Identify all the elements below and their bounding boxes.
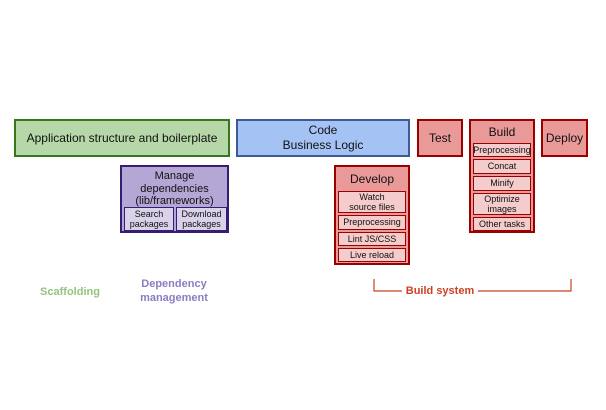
develop-item-label-2: source files: [349, 202, 395, 212]
manage-item: Download packages: [176, 207, 227, 231]
build-item-label: Optimize: [484, 193, 520, 204]
dependency-text-2: management: [140, 291, 208, 304]
dependency-management-label: Dependency management: [128, 278, 220, 306]
build-item: Optimize images: [473, 193, 531, 215]
build-item: Preprocessing: [473, 143, 531, 157]
manage-title: Manage dependencies (lib/frameworks): [122, 170, 227, 208]
manage-label-2: dependencies: [140, 182, 209, 195]
build-item-label-2: images: [487, 204, 517, 214]
app-structure-box: Application structure and boilerplate: [14, 119, 230, 157]
deploy-label: Deploy: [545, 130, 584, 145]
business-logic-label: Business Logic: [282, 138, 364, 152]
manage-item-label-2: packages: [129, 219, 169, 229]
develop-item: Preprocessing: [338, 215, 406, 230]
deploy-box: Deploy: [541, 119, 588, 157]
manage-item-label: Search: [134, 208, 164, 219]
build-item-label: Concat: [487, 161, 517, 172]
build-item-label: Minify: [490, 178, 514, 189]
build-item-label: Preprocessing: [473, 144, 531, 155]
manage-item-label-2: packages: [182, 219, 221, 229]
develop-item-label: Lint JS/CSS: [347, 233, 397, 244]
manage-label-3: (lib/frameworks): [135, 195, 214, 208]
develop-box: Develop Watch source files Preprocessing…: [334, 165, 410, 265]
app-structure-label: Application structure and boilerplate: [26, 130, 218, 145]
develop-item-label: Watch: [359, 191, 385, 202]
build-item: Minify: [473, 176, 531, 191]
develop-item: Watch source files: [338, 191, 406, 213]
develop-item-label: Preprocessing: [343, 217, 401, 228]
code-label: Code: [308, 123, 338, 137]
test-label: Test: [428, 130, 451, 145]
scaffolding-label: Scaffolding: [30, 286, 110, 300]
build-item-label: Other tasks: [478, 218, 525, 229]
manage-item: Search packages: [124, 207, 174, 231]
develop-label: Develop: [349, 172, 395, 186]
manage-label-1: Manage: [154, 170, 195, 182]
build-system-label: Build system: [402, 285, 478, 299]
scaffolding-text: Scaffolding: [40, 286, 100, 298]
develop-item: Lint JS/CSS: [338, 232, 406, 246]
develop-item: Live reload: [338, 248, 406, 262]
manage-dependencies-box: Manage dependencies (lib/frameworks) Sea…: [120, 165, 229, 233]
build-item: Other tasks: [473, 217, 531, 231]
build-system-text: Build system: [405, 285, 475, 297]
build-box: Build Preprocessing Concat Minify Optimi…: [469, 119, 535, 233]
code-box: Code Business Logic: [236, 119, 410, 157]
build-item: Concat: [473, 159, 531, 174]
manage-item-label: Download: [181, 208, 222, 219]
dependency-text-1: Dependency: [141, 278, 207, 290]
build-label: Build: [488, 125, 516, 139]
develop-item-label: Live reload: [349, 249, 395, 260]
test-box: Test: [417, 119, 463, 157]
